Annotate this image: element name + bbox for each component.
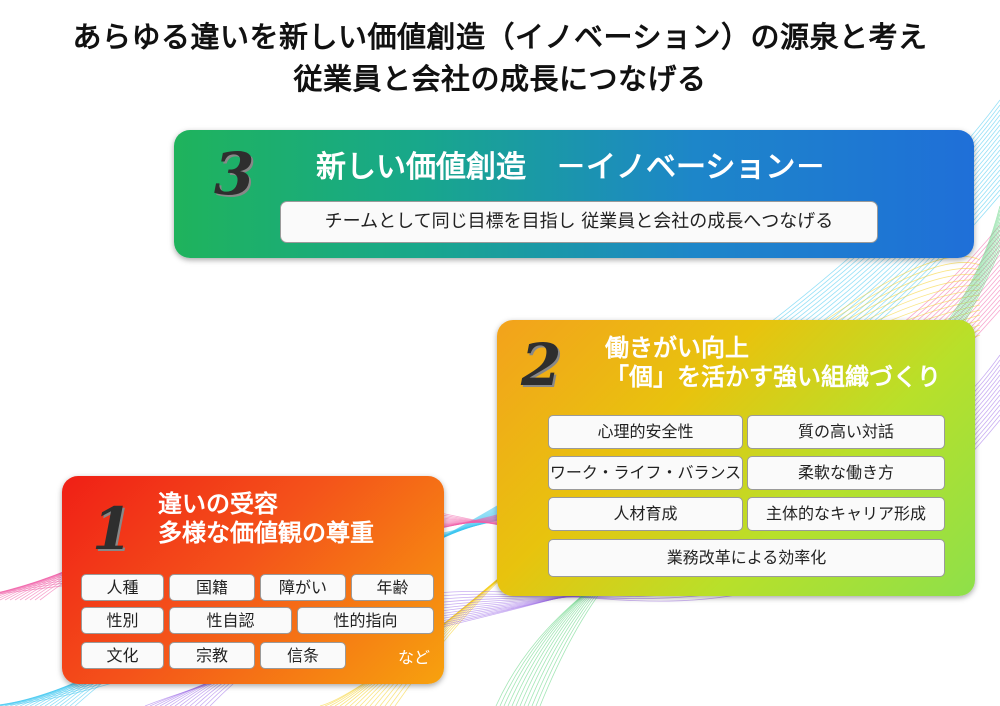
- step1-item: 文化: [81, 642, 164, 669]
- step1-item: 人種: [81, 574, 164, 601]
- step2-heading-line2: 「個」を活かす強い組織づくり: [605, 363, 941, 392]
- step2-number: 2: [521, 336, 561, 394]
- step2-item: 主体的なキャリア形成: [747, 497, 945, 531]
- step1-heading-line2: 多様な価値観の尊重: [158, 519, 374, 548]
- step1-number: 1: [92, 500, 132, 558]
- step1-suffix: など: [398, 644, 430, 668]
- step3-description: チームとして同じ目標を目指し 従業員と会社の成長へつなげる: [280, 201, 878, 243]
- step1-item: 宗教: [169, 642, 255, 669]
- step1-heading-line1: 違いの受容: [158, 490, 374, 519]
- step2-item: 心理的安全性: [548, 415, 743, 449]
- step1-panel: 1 違いの受容 多様な価値観の尊重 人種 国籍 障がい 年齢 性別 性自認 性的…: [62, 476, 444, 684]
- step2-panel: 2 働きがい向上 「個」を活かす強い組織づくり 心理的安全性 質の高い対話 ワー…: [497, 320, 975, 596]
- step3-number: 3: [214, 145, 254, 203]
- step1-heading: 違いの受容 多様な価値観の尊重: [158, 490, 374, 548]
- page-title-line2: 従業員と会社の成長につなげる: [0, 56, 1000, 98]
- step3-heading: 新しい価値創造 －イノベーション－: [316, 150, 825, 186]
- step1-item: 障がい: [260, 574, 346, 601]
- step2-heading-line1: 働きがい向上: [605, 334, 941, 363]
- step2-item: 柔軟な働き方: [747, 456, 945, 490]
- step2-item: 質の高い対話: [747, 415, 945, 449]
- step3-panel: 3 新しい価値創造 －イノベーション－ チームとして同じ目標を目指し 従業員と会…: [174, 130, 974, 258]
- step1-item: 性別: [81, 607, 164, 634]
- step1-item: 国籍: [169, 574, 255, 601]
- step2-heading: 働きがい向上 「個」を活かす強い組織づくり: [605, 334, 941, 392]
- step2-item: ワーク・ライフ・バランス: [548, 456, 743, 490]
- step1-item: 性自認: [169, 607, 292, 634]
- page-title-line1: あらゆる違いを新しい価値創造（イノベーション）の源泉と考え: [0, 14, 1000, 56]
- step1-item: 年齢: [351, 574, 434, 601]
- step2-item: 人材育成: [548, 497, 743, 531]
- step1-item: 信条: [260, 642, 346, 669]
- step2-item: 業務改革による効率化: [548, 539, 945, 577]
- step1-item: 性的指向: [297, 607, 434, 634]
